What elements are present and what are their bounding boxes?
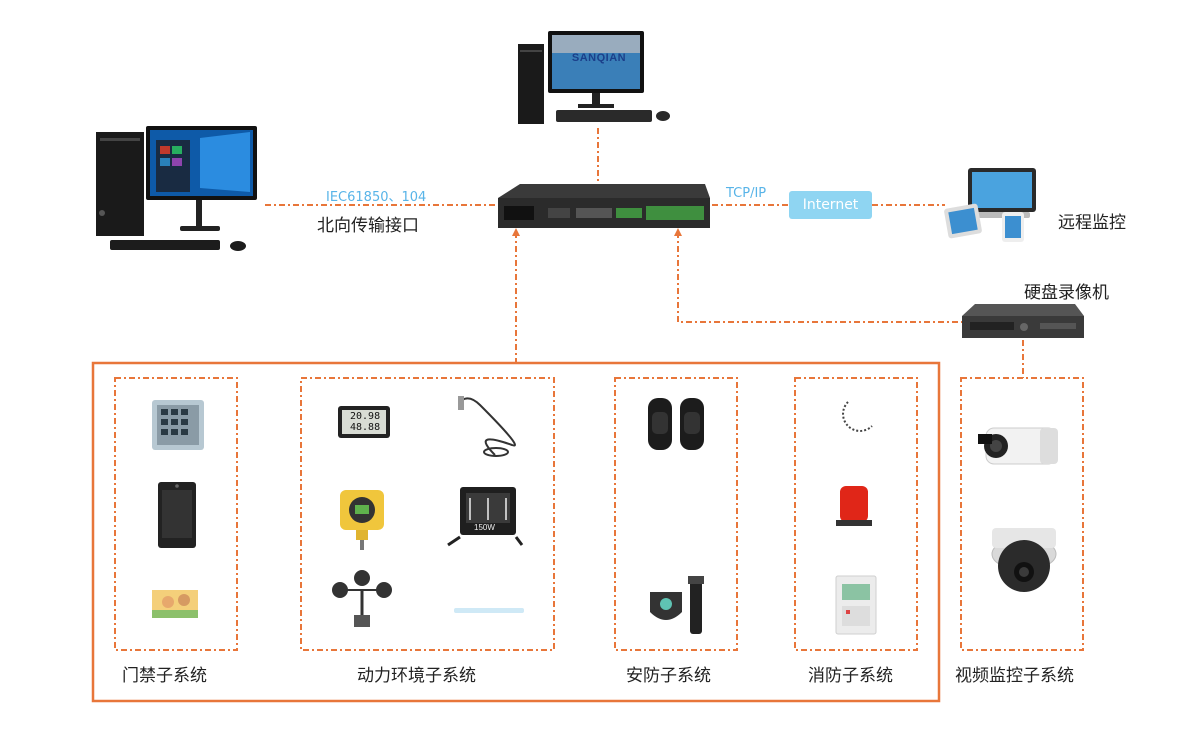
fire-panel-icon	[835, 575, 877, 635]
access-subsystem-label: 门禁子系统	[122, 666, 207, 686]
nvr-icon	[962, 304, 1084, 338]
remote-monitor-label: 远程监控	[1058, 213, 1126, 233]
wan-protocol-label: TCP/IP	[726, 186, 767, 201]
smoke-detector-icon	[842, 401, 873, 432]
humid-readout: 48.88	[350, 422, 381, 433]
panel-sensor-icon	[454, 608, 524, 613]
brand-logo: SANQIAN	[571, 52, 627, 64]
fire-subsystem-label: 消防子系统	[808, 666, 893, 686]
ir-beam-icon	[648, 398, 704, 450]
bullet-camera-icon	[978, 427, 1058, 465]
flashlight-icon	[688, 576, 704, 634]
sensor-probe-icon	[458, 396, 516, 457]
gateway-device-icon	[498, 184, 710, 228]
security-box	[614, 377, 738, 651]
video-subsystem-label: 视频监控子系统	[955, 666, 1074, 686]
led-floodlight-icon	[447, 487, 524, 547]
internet-cloud: Internet	[789, 191, 872, 219]
security-subsystem-label: 安防子系统	[626, 666, 711, 686]
nvr-label: 硬盘录像机	[1024, 283, 1109, 303]
patrol-reader-icon	[650, 592, 682, 620]
server-pc-icon	[518, 31, 670, 124]
link-nvr	[677, 232, 962, 323]
environment-subsystem-label: 动力环境子系统	[357, 666, 476, 686]
temp-readout: 20.98	[350, 411, 381, 422]
flood-watt-label: 150W	[474, 523, 495, 532]
anemometer-icon	[332, 570, 392, 627]
gas-detector-icon	[340, 490, 384, 550]
face-terminal-icon	[158, 482, 196, 548]
north-interface-label: 北向传输接口	[317, 216, 419, 236]
access-box	[114, 377, 238, 651]
desktop-pc-icon	[96, 126, 257, 251]
keypad-icon	[152, 400, 204, 450]
temp-display-icon	[338, 406, 390, 438]
photo-card-icon	[152, 590, 198, 618]
video-box	[960, 377, 1084, 651]
laptop-tablets-icon	[944, 168, 1036, 242]
alarm-beacon-icon	[836, 486, 872, 526]
north-protocol-label: IEC61850、104	[326, 190, 427, 205]
dome-camera-icon	[991, 528, 1057, 592]
fire-box	[794, 377, 918, 651]
environment-box	[300, 377, 555, 651]
